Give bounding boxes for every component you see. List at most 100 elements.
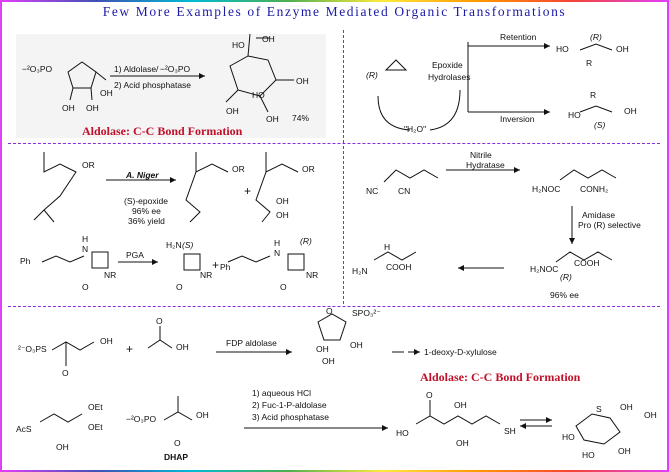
open-chain-product xyxy=(415,400,501,425)
nitrile-cn: CN xyxy=(398,186,411,196)
product-ring-o: O xyxy=(326,306,333,316)
inversion-r: R xyxy=(590,90,597,100)
thiopyranose-ring xyxy=(575,413,621,445)
niger-product-1 xyxy=(185,152,229,223)
product-spo3: SPO₃²⁻ xyxy=(352,308,381,318)
amino-acid-chain xyxy=(373,251,417,261)
label-inversion: Inversion xyxy=(500,114,535,124)
ring-ho-1: HO xyxy=(562,432,575,442)
acid-config: (R) xyxy=(560,272,572,282)
step-3: 3) Acid phosphatase xyxy=(252,412,330,422)
glycolaldehyde xyxy=(147,326,173,349)
niger-product-oh-2: OH xyxy=(276,210,289,220)
ring-ho-2: HO xyxy=(582,450,595,460)
thiophosphate-chain xyxy=(51,341,95,366)
epoxide-config: (R) xyxy=(366,70,378,80)
substrate-oh-2: OH xyxy=(62,103,75,113)
acid-ee: 96% ee xyxy=(550,290,579,300)
product-oh-bottom-2: OH xyxy=(266,114,279,124)
dhap-o: O xyxy=(174,438,181,448)
lactam3-o: O xyxy=(280,282,287,292)
substrate-or: OR xyxy=(82,160,95,170)
beta-lactam-2 xyxy=(183,253,201,271)
enzyme-nitrile: Nitrile xyxy=(470,150,492,160)
niger-result-epoxide: (S)-epoxide xyxy=(124,196,168,206)
lactam2-h2n: H₂N xyxy=(166,240,182,250)
water-attack-arrow-right xyxy=(429,89,461,131)
glycolaldehyde-oh: OH xyxy=(176,342,189,352)
lactam3-nr: NR xyxy=(306,270,319,280)
dhap-label: DHAP xyxy=(164,452,189,462)
dhap-oh: OH xyxy=(196,410,209,420)
ring-oh-1: OH xyxy=(620,402,633,412)
product-oh-a: OH xyxy=(316,344,329,354)
thiophosphate-label: ²⁻O₃PS xyxy=(18,344,47,354)
ring-oh-2: OH xyxy=(644,410,657,420)
branch-lines xyxy=(467,42,550,113)
plus-niger: + xyxy=(244,184,252,198)
aldolase-caption-2: Aldolase: C-C Bond Formation xyxy=(420,370,581,384)
niger-product-or-1: OR xyxy=(232,164,245,174)
inversion-product-bonds xyxy=(579,105,613,113)
reagent-phosphate: −²O₃PO xyxy=(160,64,191,74)
niger-result-ee: 96% ee xyxy=(132,206,161,216)
ph-label-2: Ph xyxy=(220,262,231,272)
step-1: 1) aqueous HCl xyxy=(252,388,312,398)
chain-oh-1: OH xyxy=(454,400,467,410)
substrate-phosphate-label: −²O₃PO xyxy=(22,64,53,74)
chain-o: O xyxy=(426,390,433,400)
enzyme-amidase: Amidase xyxy=(582,210,616,220)
water-attack-arrow-left xyxy=(377,95,411,131)
furanose-ring xyxy=(67,61,97,89)
acs-chain xyxy=(39,413,83,423)
retention-ho: HO xyxy=(556,44,569,54)
final-cooh: COOH xyxy=(386,262,412,272)
lactam1-nr: NR xyxy=(104,270,117,280)
acs-oh: OH xyxy=(56,442,69,452)
reagent-o-1: O xyxy=(62,368,69,378)
label-retention: Retention xyxy=(500,32,537,42)
page-title: Few More Examples of Enzyme Mediated Org… xyxy=(102,4,567,19)
substrate-oh-1: OH xyxy=(100,88,113,98)
panel-aldolase-background xyxy=(16,34,326,138)
ring-s: S xyxy=(596,404,602,414)
ring-oh-3: OH xyxy=(618,446,631,456)
lactam1-n: N xyxy=(82,244,89,254)
chain-sh: SH xyxy=(504,426,516,436)
step-2: 2) Fuc-1-P-aldolase xyxy=(252,400,327,410)
dhap-chain xyxy=(163,396,193,421)
retention-product-bonds xyxy=(579,43,613,51)
phenylacetyl-chain-2 xyxy=(227,255,271,263)
divider-vertical-top xyxy=(343,30,344,143)
dhap-phosphate: −²O₃PO xyxy=(126,414,157,424)
retention-oh: OH xyxy=(616,44,629,54)
water-label: "H₂O" xyxy=(404,124,427,134)
enzyme-niger: A. Niger xyxy=(126,170,159,180)
divider-top xyxy=(8,143,660,144)
plus-fdp: + xyxy=(126,342,134,356)
acid-right: COOH xyxy=(574,258,600,268)
chain-ho: HO xyxy=(396,428,409,438)
retention-config: (R) xyxy=(590,32,602,42)
product-oh-top: OH xyxy=(262,34,275,44)
acs-label: AcS xyxy=(16,424,32,434)
terpene-substrate xyxy=(33,152,77,223)
final-xylulose: 1-deoxy-D-xylulose xyxy=(424,347,497,357)
acid-chain xyxy=(555,251,613,263)
product-yield: 74% xyxy=(292,113,310,123)
reagent-oh-1: OH xyxy=(100,336,113,346)
chain-oh-2: OH xyxy=(456,438,469,448)
phenylacetyl-chain-1 xyxy=(41,255,85,263)
lactam1-o: O xyxy=(82,282,89,292)
lactam3-n: N xyxy=(274,248,281,258)
oet-1: OEt xyxy=(88,402,103,412)
furanose-product-ring xyxy=(317,313,347,341)
substrate-oh-3: OH xyxy=(86,103,99,113)
pyranose-bonds xyxy=(225,33,294,113)
inversion-config: (S) xyxy=(594,120,606,130)
amide-left: H₂NOC xyxy=(532,184,561,194)
